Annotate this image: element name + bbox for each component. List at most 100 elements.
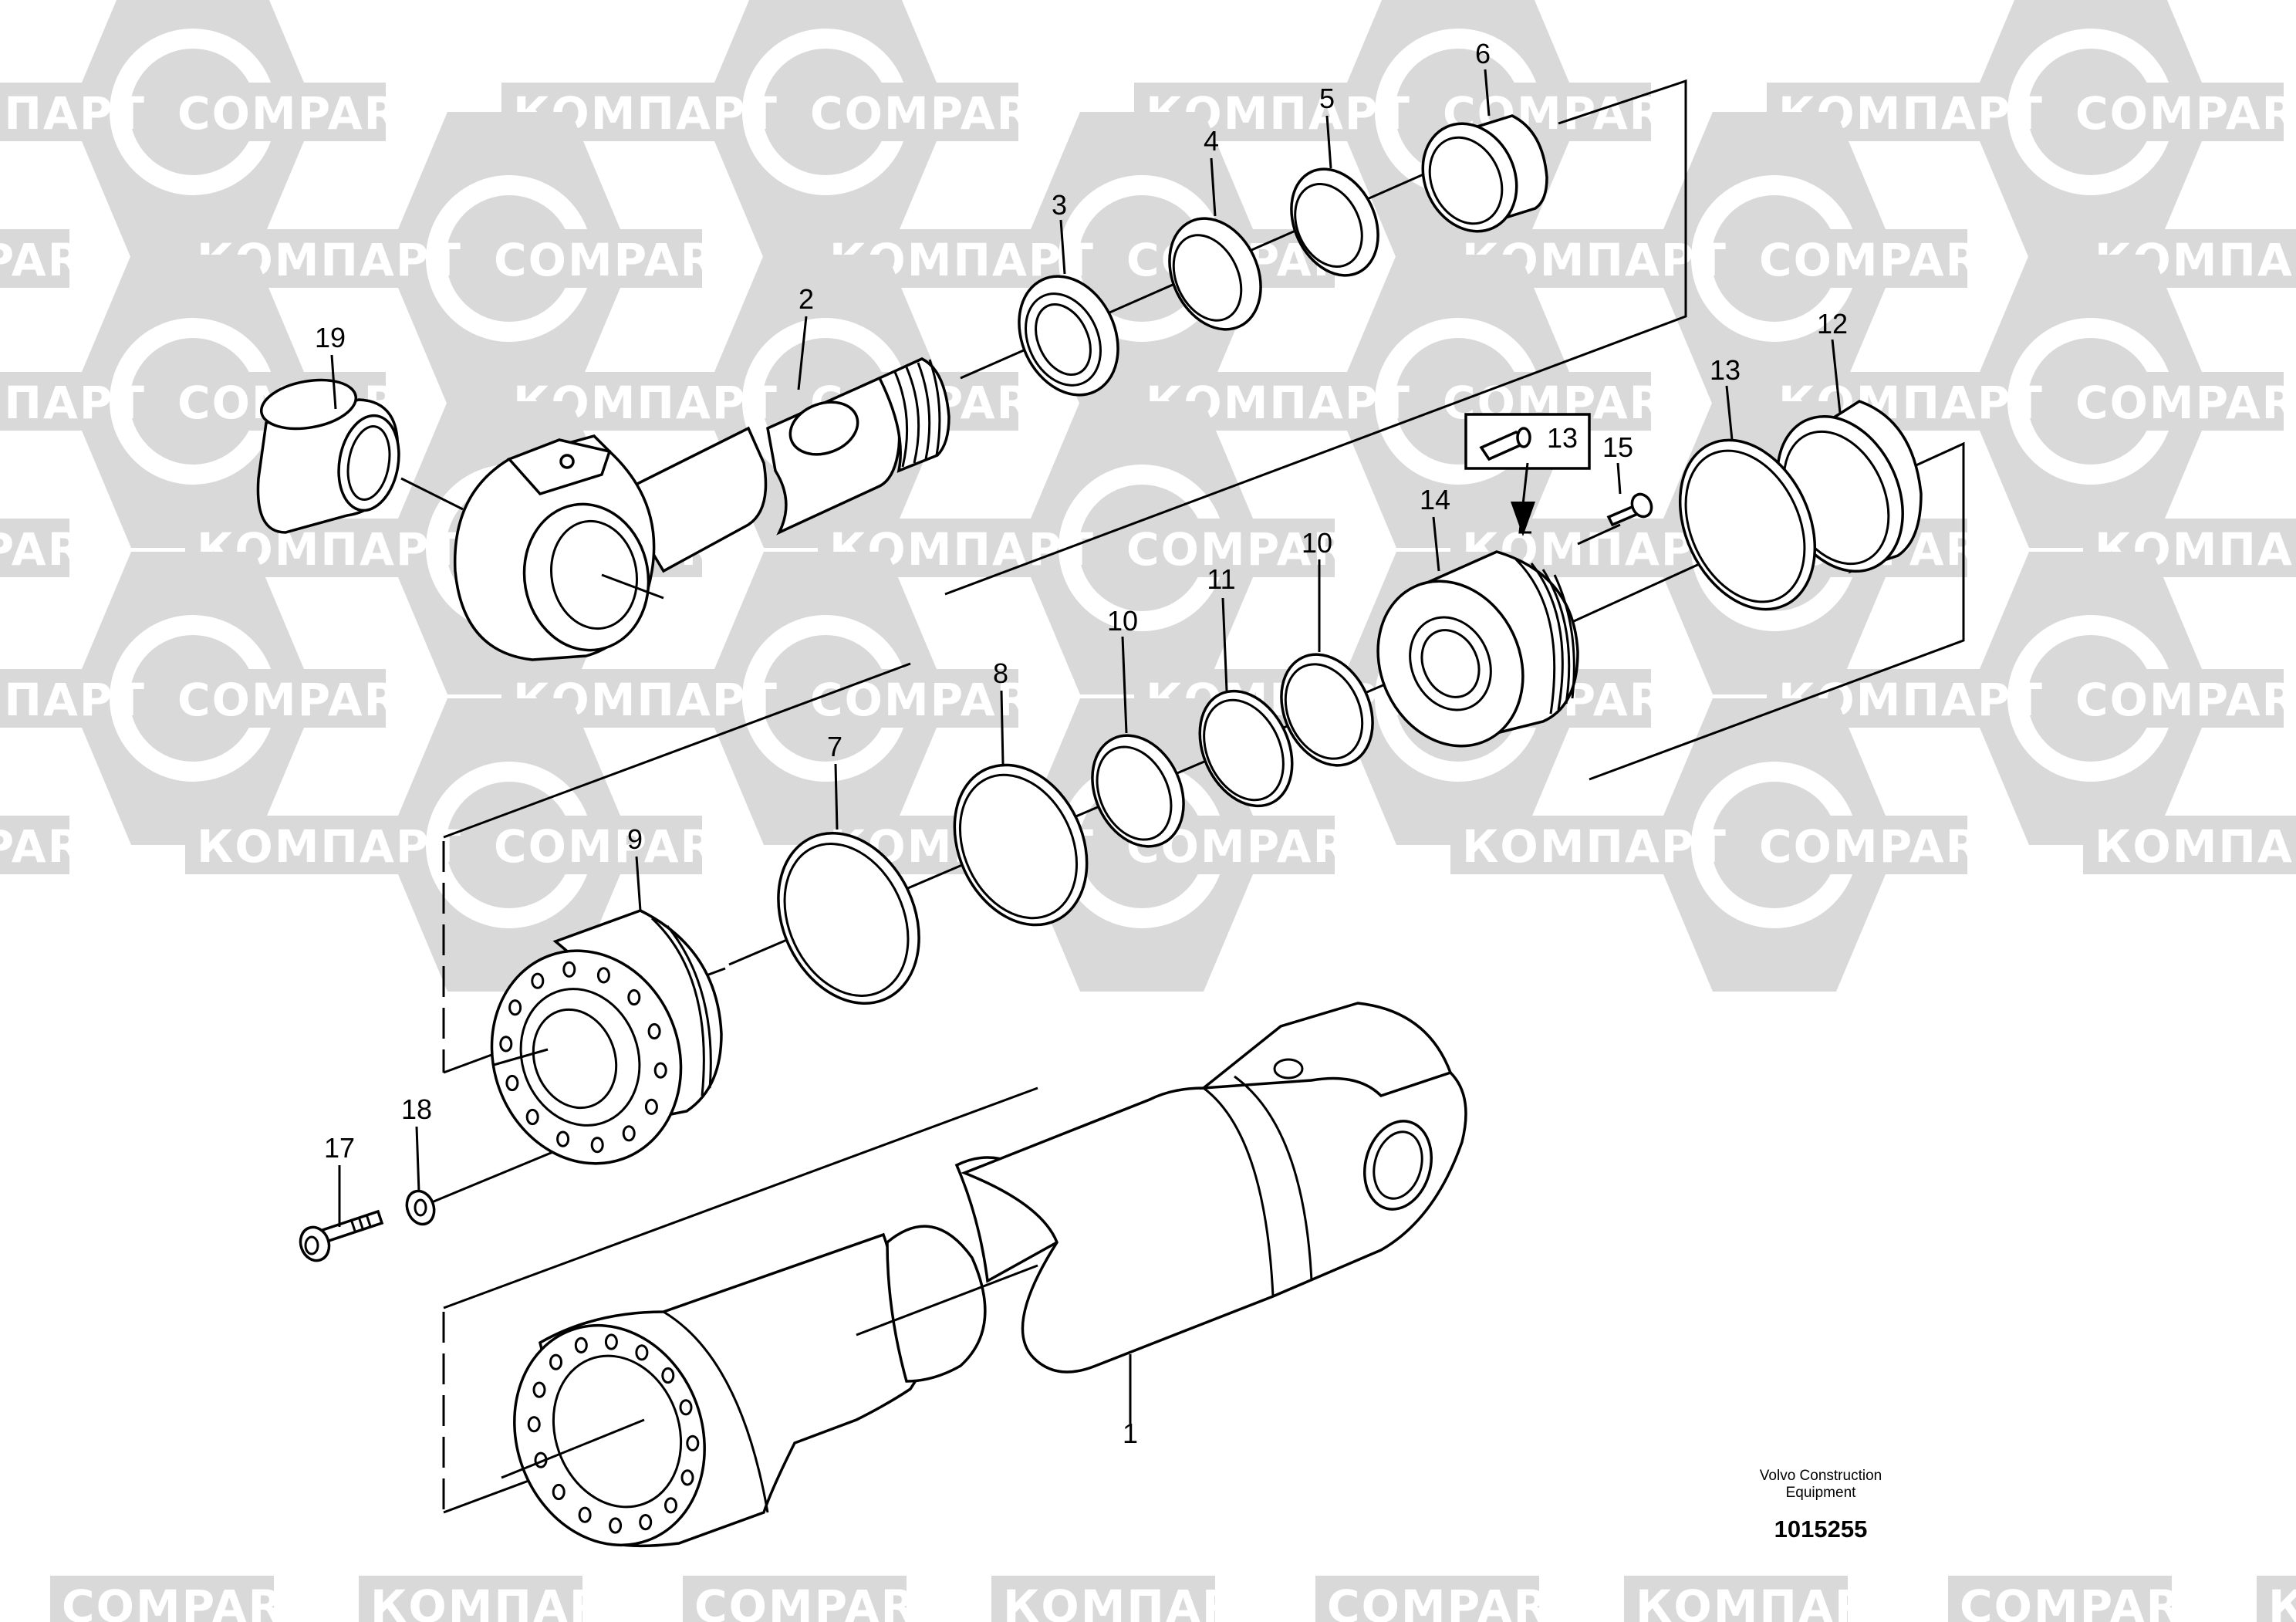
watermark-text: КОМПАРТ — [1003, 1580, 1268, 1622]
watermark-band — [2060, 669, 2284, 728]
part-15-screw — [1606, 492, 1653, 527]
watermark-band — [0, 519, 69, 577]
watermark-band — [1315, 1576, 1539, 1622]
watermark-band — [0, 669, 93, 728]
callout-17: 17 — [324, 1132, 355, 1164]
watermark-band — [991, 1576, 1215, 1622]
callout-15: 15 — [1602, 431, 1633, 463]
watermark-band — [1744, 229, 1967, 288]
bolt-hole — [635, 1344, 649, 1361]
part-9-cylinder-head — [490, 909, 723, 1165]
part-10-ring-right — [1280, 653, 1374, 767]
bolt-hole — [527, 1416, 541, 1433]
watermark-text: COMPART — [1327, 1580, 1579, 1622]
part-1-cylinder-barrel — [501, 1002, 1467, 1548]
bolt-hole — [499, 1036, 513, 1053]
bolt-hole — [525, 1108, 539, 1126]
part-7-ring — [777, 832, 920, 1005]
watermark-band — [0, 83, 93, 141]
part-3-seal — [1018, 275, 1119, 397]
watermark-band — [1624, 1576, 1848, 1622]
watermark-text: COMPART — [2075, 674, 2296, 726]
watermark-text: КОМПАРТ — [370, 1580, 636, 1622]
watermark-text: COMPART — [177, 674, 430, 726]
bolt-holes-head — [499, 961, 667, 1154]
bolt-hole — [653, 1062, 667, 1079]
bolt-hole — [590, 1137, 604, 1154]
callout-11: 11 — [1207, 563, 1235, 595]
watermark-band — [2257, 1576, 2296, 1622]
bolt-hole — [604, 1333, 618, 1350]
callout-2: 2 — [799, 283, 814, 315]
callout-6: 6 — [1475, 38, 1491, 69]
bolt-hole — [679, 1399, 693, 1416]
watermark-band — [478, 229, 702, 288]
watermark-text: КОМПАРТ — [1636, 1580, 1901, 1622]
part-5-ring — [1290, 167, 1379, 277]
watermark-text: КОМПАРТ — [197, 820, 462, 873]
callout-13: 13 — [1710, 354, 1741, 386]
watermark-band — [1111, 519, 1335, 577]
credit-block: Volvo Construction Equipment 1015255 — [1682, 1468, 1960, 1543]
watermark-band — [359, 1576, 582, 1622]
watermark-text: КОМПАРТ — [2268, 1580, 2296, 1622]
callouts: 1 2 3 4 5 6 7 8 9 10 10 11 12 13 14 15 1… — [315, 38, 1848, 1449]
bolt-hole — [549, 1353, 562, 1370]
bolt-hole — [661, 1367, 675, 1384]
callout-19: 19 — [315, 322, 346, 353]
callout-3: 3 — [1052, 189, 1067, 221]
callout-5: 5 — [1319, 83, 1335, 114]
part-4-wiper — [1168, 217, 1262, 331]
watermark-band — [50, 1576, 274, 1622]
watermark-text: COMPART — [0, 820, 113, 873]
watermark-text: КОМПАРТ — [0, 377, 146, 429]
watermark-text: КОМПАРТ — [0, 674, 146, 726]
watermark-text: КОМПАРТ — [0, 1580, 3, 1622]
watermark-text: COMPART — [1759, 234, 2011, 286]
part-19-bushing — [256, 378, 464, 534]
bolt-hole — [508, 999, 522, 1016]
leader-lines — [330, 69, 1842, 1424]
bolt-hole — [532, 1381, 546, 1398]
bolt-hole — [505, 1074, 519, 1092]
watermark-text: COMPART — [494, 234, 746, 286]
callout-10-left: 10 — [1107, 605, 1138, 637]
watermark-text: COMPART — [0, 523, 113, 576]
callout-10-right: 10 — [1302, 527, 1332, 559]
watermark-band — [795, 83, 1018, 141]
bolt-hole — [596, 967, 610, 984]
callout-4: 4 — [1204, 125, 1219, 157]
bolt-hole — [627, 988, 641, 1006]
watermark-band — [478, 816, 702, 874]
watermark-text: КОМПАРТ — [2095, 820, 2296, 873]
watermark-band — [0, 816, 69, 874]
callout-8: 8 — [993, 657, 1008, 689]
callout-9: 9 — [627, 823, 643, 855]
watermark-text: COMPART — [2075, 87, 2296, 140]
callout-14: 14 — [1420, 484, 1450, 515]
part-8-seal-ring — [953, 763, 1089, 927]
callout-7: 7 — [827, 731, 842, 762]
bolt-hole — [686, 1434, 700, 1451]
bolt-hole — [664, 1497, 677, 1514]
watermark-band — [1450, 816, 1674, 874]
watermark-band — [795, 669, 1018, 728]
callout-16: 13 — [1547, 422, 1578, 454]
watermark-band — [2060, 83, 2284, 141]
watermark-band — [162, 669, 386, 728]
part-11-ring — [1198, 689, 1294, 808]
credit-line-1: Volvo Construction — [1759, 1468, 1882, 1484]
part-6-guide-bushing — [1421, 114, 1548, 233]
callout-12: 12 — [1817, 308, 1848, 340]
part-2-piston-rod — [453, 357, 950, 661]
watermark-band — [185, 816, 409, 874]
bolt-holes-barrel — [527, 1333, 700, 1534]
watermark-band — [2060, 372, 2284, 431]
watermark-text: COMPART — [2075, 377, 2296, 429]
watermark-text: КОМПАРТ — [1462, 820, 1727, 873]
callout-18: 18 — [401, 1093, 432, 1125]
watermark-text: COMPART — [810, 674, 1062, 726]
watermark-band — [1948, 1576, 2172, 1622]
bolt-hole — [680, 1469, 694, 1486]
